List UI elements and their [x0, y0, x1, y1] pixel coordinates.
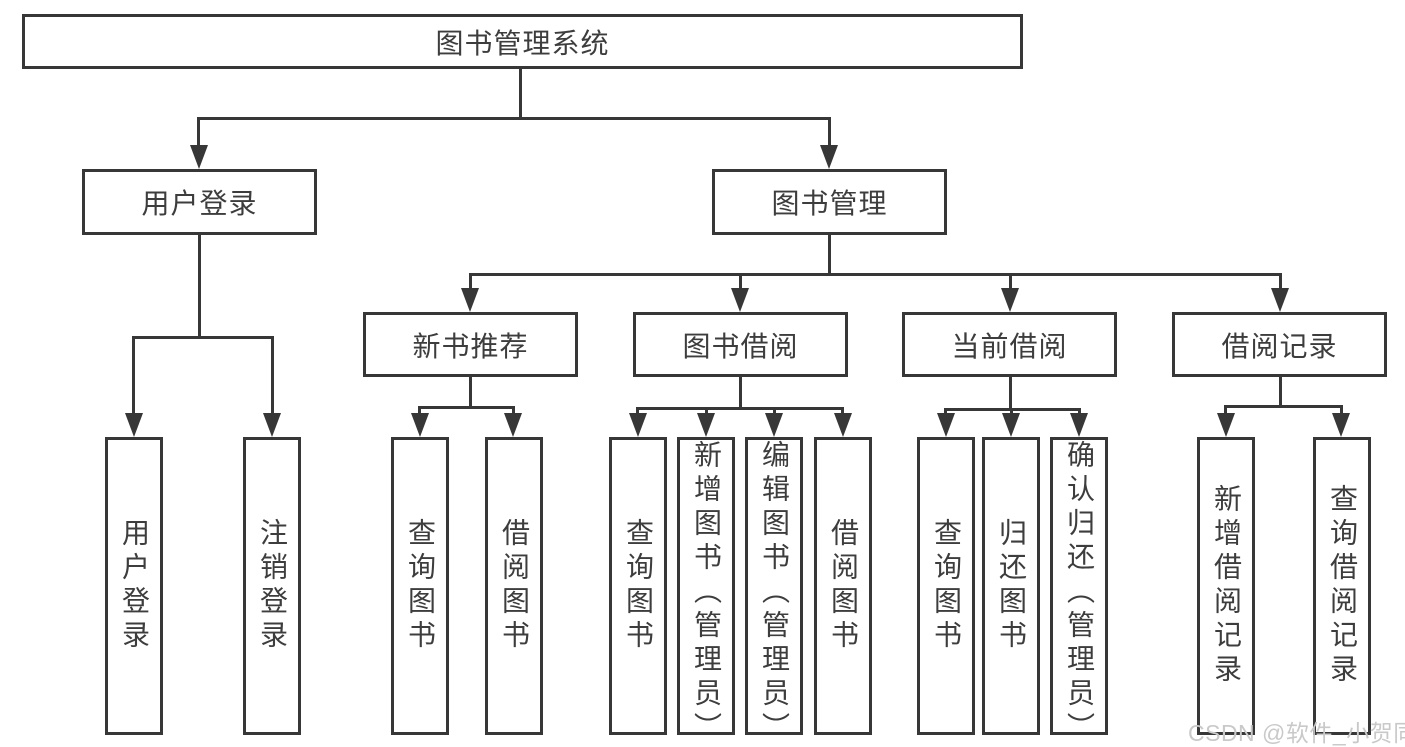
node-book-borrowing: 图书借阅 — [633, 312, 848, 377]
arrow-down-icon — [1002, 413, 1020, 437]
node-label: 注销登录 — [257, 518, 288, 654]
arrow-down-icon — [834, 413, 852, 437]
arrow-down-icon — [1332, 413, 1350, 437]
node-user-login: 用户登录 — [82, 169, 317, 235]
connector-line — [828, 235, 831, 275]
arrow-down-icon — [190, 145, 208, 169]
connector-line — [1279, 377, 1282, 407]
arrow-down-icon — [731, 288, 749, 312]
connector-line — [828, 117, 831, 145]
node-label: 借阅图书 — [499, 518, 530, 654]
arrow-down-icon — [504, 413, 522, 437]
arrow-down-icon — [1217, 413, 1235, 437]
node-label: 编辑图书（管理员） — [759, 440, 790, 746]
connector-line — [271, 336, 274, 413]
node-label: 新增借阅记录 — [1211, 484, 1242, 688]
leaf-bb-edit-book-admin: 编辑图书（管理员） — [745, 437, 803, 746]
node-label: 归还图书 — [996, 518, 1027, 654]
leaf-cb-return-books: 归还图书 — [982, 437, 1040, 735]
arrow-down-icon — [765, 413, 783, 437]
node-label: 图书管理 — [771, 188, 888, 219]
connector-line — [841, 407, 844, 415]
leaf-cb-query-books: 查询图书 — [917, 437, 975, 735]
arrow-down-icon — [1271, 288, 1289, 312]
connector-line — [1009, 273, 1012, 289]
watermark: CSDN @软件_小贺同学 — [1188, 720, 1405, 746]
node-label: 借阅记录 — [1221, 330, 1338, 362]
node-label: 查询借阅记录 — [1327, 484, 1358, 688]
arrow-down-icon — [125, 413, 143, 437]
node-label: 新书推荐 — [412, 330, 529, 362]
connector-line — [1010, 408, 1013, 415]
node-label: 查询图书 — [623, 518, 654, 654]
connector-line — [198, 235, 201, 337]
node-book-management: 图书管理 — [712, 169, 947, 235]
connector-line — [512, 406, 515, 415]
leaf-br-add-record: 新增借阅记录 — [1197, 437, 1255, 735]
connector-line — [469, 377, 472, 408]
node-label: 查询图书 — [931, 518, 962, 654]
connector-line — [132, 336, 274, 339]
node-label: 用户登录 — [141, 188, 258, 219]
arrow-down-icon — [820, 145, 838, 169]
arrow-down-icon — [697, 413, 715, 437]
arrow-down-icon — [461, 288, 479, 312]
connector-line — [773, 407, 776, 415]
arrow-down-icon — [263, 413, 281, 437]
connector-line — [132, 336, 135, 413]
connector-line — [636, 407, 844, 410]
connector-line — [1078, 408, 1081, 415]
node-label: 用户登录 — [119, 518, 150, 654]
leaf-user-login: 用户登录 — [105, 437, 163, 735]
node-borrowing-records: 借阅记录 — [1172, 312, 1387, 377]
connector-line — [944, 408, 947, 415]
connector-line — [418, 406, 515, 409]
connector-line — [418, 406, 421, 415]
node-library-system: 图书管理系统 — [22, 14, 1023, 69]
connector-line — [1224, 405, 1227, 415]
connector-line — [1224, 405, 1343, 408]
node-new-book-recommend: 新书推荐 — [363, 312, 578, 377]
leaf-bb-borrow-books: 借阅图书 — [814, 437, 872, 735]
node-label: 确认归还（管理员） — [1064, 440, 1095, 746]
leaf-br-query-record: 查询借阅记录 — [1313, 437, 1371, 735]
leaf-bb-add-book-admin: 新增图书（管理员） — [677, 437, 735, 746]
leaf-nbr-borrow-books: 借阅图书 — [485, 437, 543, 735]
connector-line — [739, 377, 742, 409]
connector-line — [1009, 377, 1012, 410]
connector-line — [519, 69, 522, 118]
node-label: 当前借阅 — [951, 330, 1068, 362]
arrow-down-icon — [1070, 413, 1088, 437]
connector-line — [1279, 273, 1282, 289]
connector-line — [1340, 405, 1343, 415]
arrow-down-icon — [629, 413, 647, 437]
connector-line — [636, 407, 639, 415]
leaf-bb-query-books: 查询图书 — [609, 437, 667, 735]
connector-line — [739, 273, 742, 289]
connector-line — [469, 273, 472, 289]
node-label: 新增图书（管理员） — [691, 440, 722, 746]
arrow-down-icon — [411, 413, 429, 437]
connector-line — [197, 117, 200, 145]
leaf-logout: 注销登录 — [243, 437, 301, 735]
node-current-borrowing: 当前借阅 — [902, 312, 1117, 377]
arrow-down-icon — [1001, 288, 1019, 312]
node-label: 图书借阅 — [682, 330, 799, 362]
connector-line — [469, 273, 1282, 276]
node-label: 借阅图书 — [828, 518, 859, 654]
leaf-nbr-query-books: 查询图书 — [391, 437, 449, 735]
connector-line — [197, 117, 831, 120]
node-label: 图书管理系统 — [435, 27, 610, 59]
node-label: 查询图书 — [405, 518, 436, 654]
leaf-cb-confirm-return-admin: 确认归还（管理员） — [1050, 437, 1108, 746]
arrow-down-icon — [937, 413, 955, 437]
connector-line — [705, 407, 708, 415]
